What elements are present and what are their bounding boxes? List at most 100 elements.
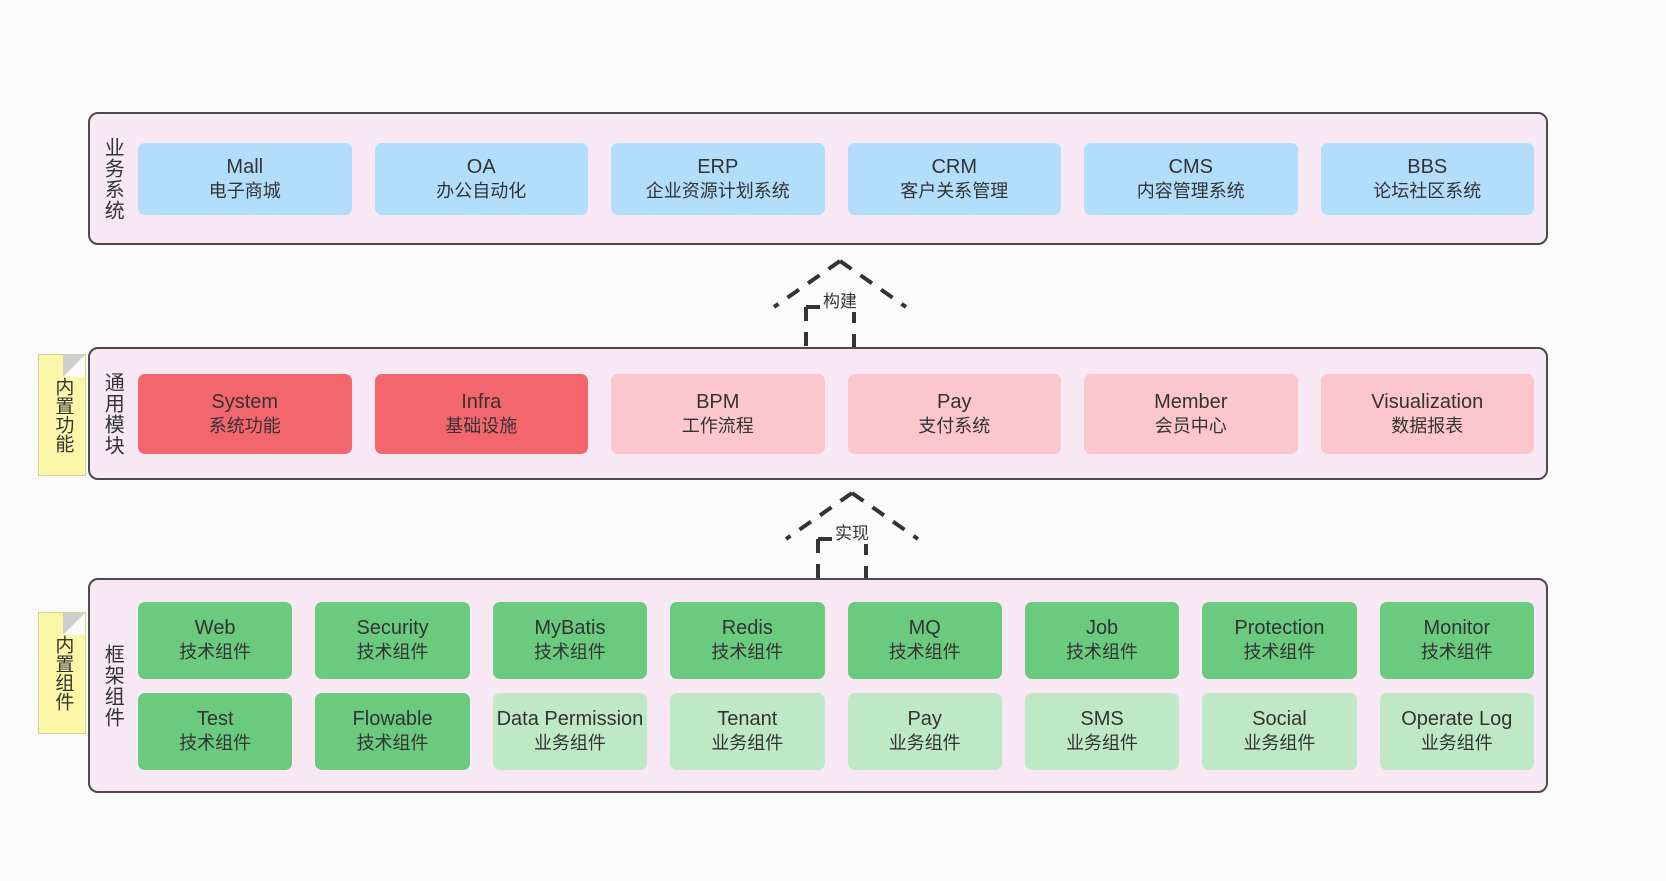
card-subtitle: 系统功能	[208, 415, 281, 436]
layer-framework-components: 框架组件 Web 技术组件 Security 技术组件 MyBatis 技术组件…	[88, 578, 1548, 793]
card-mall[interactable]: Mall 电子商城	[138, 142, 352, 215]
card-security[interactable]: Security 技术组件	[315, 601, 470, 679]
card-row: System 系统功能 Infra 基础设施 BPM 工作流程 Pay 支付系统…	[138, 373, 1534, 454]
card-system[interactable]: System 系统功能	[138, 373, 352, 454]
card-subtitle: 技术组件	[711, 642, 784, 663]
card-job[interactable]: Job 技术组件	[1024, 601, 1180, 679]
card-subtitle: 业务组件	[1066, 733, 1139, 754]
card-subtitle: 技术组件	[533, 642, 606, 663]
layer-title-business-systems: 业务系统	[101, 136, 124, 221]
note-builtin-functions: 内置功能	[38, 354, 86, 476]
card-title: Member	[1154, 390, 1228, 413]
card-visualization[interactable]: Visualization 数据报表	[1320, 373, 1534, 454]
card-title: Pay	[907, 708, 942, 731]
card-subtitle: 业务组件	[711, 733, 784, 754]
layer-business-systems: 业务系统 Mall 电子商城 OA 办公自动化 ERP 企业资源计划系统 CRM…	[88, 112, 1548, 245]
card-bbs[interactable]: BBS 论坛社区系统	[1320, 142, 1534, 215]
card-title: BPM	[696, 390, 740, 413]
card-member[interactable]: Member 会员中心	[1084, 373, 1298, 454]
card-bpm[interactable]: BPM 工作流程	[611, 373, 825, 454]
card-title: Job	[1085, 617, 1119, 640]
card-erp[interactable]: ERP 企业资源计划系统	[611, 142, 825, 215]
layer-body-business-systems: Mall 电子商城 OA 办公自动化 ERP 企业资源计划系统 CRM 客户关系…	[134, 114, 1546, 243]
card-data-permission[interactable]: Data Permission 业务组件	[492, 692, 648, 770]
card-title: MyBatis	[534, 617, 606, 640]
card-pay[interactable]: Pay 支付系统	[847, 373, 1061, 454]
card-subtitle: 技术组件	[1066, 642, 1139, 663]
connector-label-build: 构建	[821, 287, 859, 312]
card-tenant[interactable]: Tenant 业务组件	[670, 692, 825, 770]
card-subtitle: 技术组件	[888, 642, 961, 663]
generalization-arrow-icon	[784, 491, 920, 581]
note-builtin-components: 内置组件	[38, 612, 86, 734]
layer-title-framework-components: 框架组件	[101, 643, 124, 728]
card-title: MQ	[908, 617, 941, 640]
card-title: Operate Log	[1401, 708, 1513, 731]
connector-build: 构建	[760, 255, 920, 351]
card-title: Tenant	[717, 708, 778, 731]
card-crm[interactable]: CRM 客户关系管理	[847, 142, 1061, 215]
card-subtitle: 基础设施	[445, 415, 518, 436]
card-title: Security	[356, 617, 429, 640]
card-social[interactable]: Social 业务组件	[1202, 692, 1357, 770]
card-title: CMS	[1168, 155, 1213, 178]
card-title: Monitor	[1423, 617, 1491, 640]
card-cms[interactable]: CMS 内容管理系统	[1084, 142, 1298, 215]
card-subtitle: 支付系统	[918, 415, 991, 436]
card-title: Web	[194, 617, 236, 640]
card-subtitle: 企业资源计划系统	[645, 180, 790, 201]
card-subtitle: 技术组件	[356, 733, 429, 754]
card-title: Mall	[226, 155, 264, 178]
card-redis[interactable]: Redis 技术组件	[670, 601, 825, 679]
card-subtitle: 业务组件	[888, 733, 961, 754]
connector-implement: 实现	[772, 487, 932, 583]
card-subtitle: 技术组件	[1420, 642, 1493, 663]
card-title: Infra	[461, 390, 502, 413]
card-pay-component[interactable]: Pay 业务组件	[847, 692, 1002, 770]
connector-label-implement: 实现	[833, 519, 871, 544]
card-row: Test 技术组件 Flowable 技术组件 Data Permission …	[138, 692, 1534, 770]
card-flowable[interactable]: Flowable 技术组件	[315, 692, 470, 770]
card-subtitle: 办公自动化	[436, 180, 527, 201]
card-subtitle: 工作流程	[681, 415, 754, 436]
card-subtitle: 客户关系管理	[900, 180, 1009, 201]
layer-body-framework-components: Web 技术组件 Security 技术组件 MyBatis 技术组件 Redi…	[134, 580, 1546, 791]
card-infra[interactable]: Infra 基础设施	[374, 373, 588, 454]
card-title: Redis	[721, 617, 773, 640]
card-subtitle: 论坛社区系统	[1373, 180, 1482, 201]
card-mq[interactable]: MQ 技术组件	[847, 601, 1002, 679]
layer-common-modules: 通用模块 System 系统功能 Infra 基础设施 BPM 工作流程 Pay…	[88, 347, 1548, 480]
card-subtitle: 业务组件	[1243, 733, 1316, 754]
card-subtitle: 业务组件	[1420, 733, 1493, 754]
note-label: 内置功能	[52, 377, 74, 453]
card-sms[interactable]: SMS 业务组件	[1024, 692, 1180, 770]
card-subtitle: 数据报表	[1391, 415, 1464, 436]
generalization-arrow-icon	[772, 259, 908, 349]
card-operate-log[interactable]: Operate Log 业务组件	[1379, 692, 1534, 770]
card-subtitle: 会员中心	[1154, 415, 1227, 436]
card-title: Flowable	[352, 708, 433, 731]
card-title: ERP	[697, 155, 739, 178]
card-row: Web 技术组件 Security 技术组件 MyBatis 技术组件 Redi…	[138, 601, 1534, 679]
card-protection[interactable]: Protection 技术组件	[1202, 601, 1357, 679]
card-title: CRM	[931, 155, 978, 178]
card-subtitle: 电子商城	[208, 180, 281, 201]
card-subtitle: 技术组件	[356, 642, 429, 663]
card-title: Visualization	[1371, 390, 1484, 413]
card-monitor[interactable]: Monitor 技术组件	[1379, 601, 1534, 679]
card-subtitle: 技术组件	[179, 642, 252, 663]
card-subtitle: 业务组件	[533, 733, 606, 754]
card-title: System	[211, 390, 279, 413]
card-oa[interactable]: OA 办公自动化	[374, 142, 588, 215]
card-row: Mall 电子商城 OA 办公自动化 ERP 企业资源计划系统 CRM 客户关系…	[138, 142, 1534, 215]
note-label: 内置组件	[52, 635, 74, 711]
card-title: Social	[1252, 708, 1307, 731]
card-subtitle: 技术组件	[1243, 642, 1316, 663]
card-title: SMS	[1080, 708, 1124, 731]
card-title: Protection	[1234, 617, 1325, 640]
card-web[interactable]: Web 技术组件	[138, 601, 293, 679]
layer-title-common-modules: 通用模块	[101, 371, 124, 456]
card-mybatis[interactable]: MyBatis 技术组件	[492, 601, 648, 679]
card-subtitle: 内容管理系统	[1136, 180, 1245, 201]
card-test[interactable]: Test 技术组件	[138, 692, 293, 770]
